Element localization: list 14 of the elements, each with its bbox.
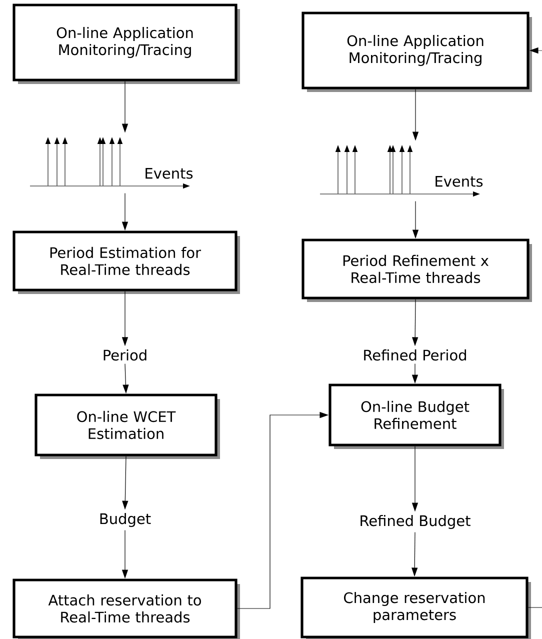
flow-label: Period [104,349,146,361]
flow-label: Refined Budget [360,514,470,529]
process-box: Period Refinement x Real-Time threads [302,238,532,302]
process-box: Period Estimation for Real-Time threads [12,230,240,294]
process-box: On-line Application Monitoring/Tracing [302,12,532,92]
flow-label: Budget [100,512,151,527]
axis-label: Events [436,176,483,187]
process-box: Attach reservation to Real-Time threads [12,578,240,639]
process-box: On-line Budget Refinement [328,384,504,449]
process-box: Change reservation parameters [300,576,531,639]
axis-label: Events [146,168,193,179]
flow-label: Refined Period [364,349,466,361]
process-box: On-line Application Monitoring/Tracing [12,4,240,84]
process-box: On-line WCET Estimation [34,394,220,459]
